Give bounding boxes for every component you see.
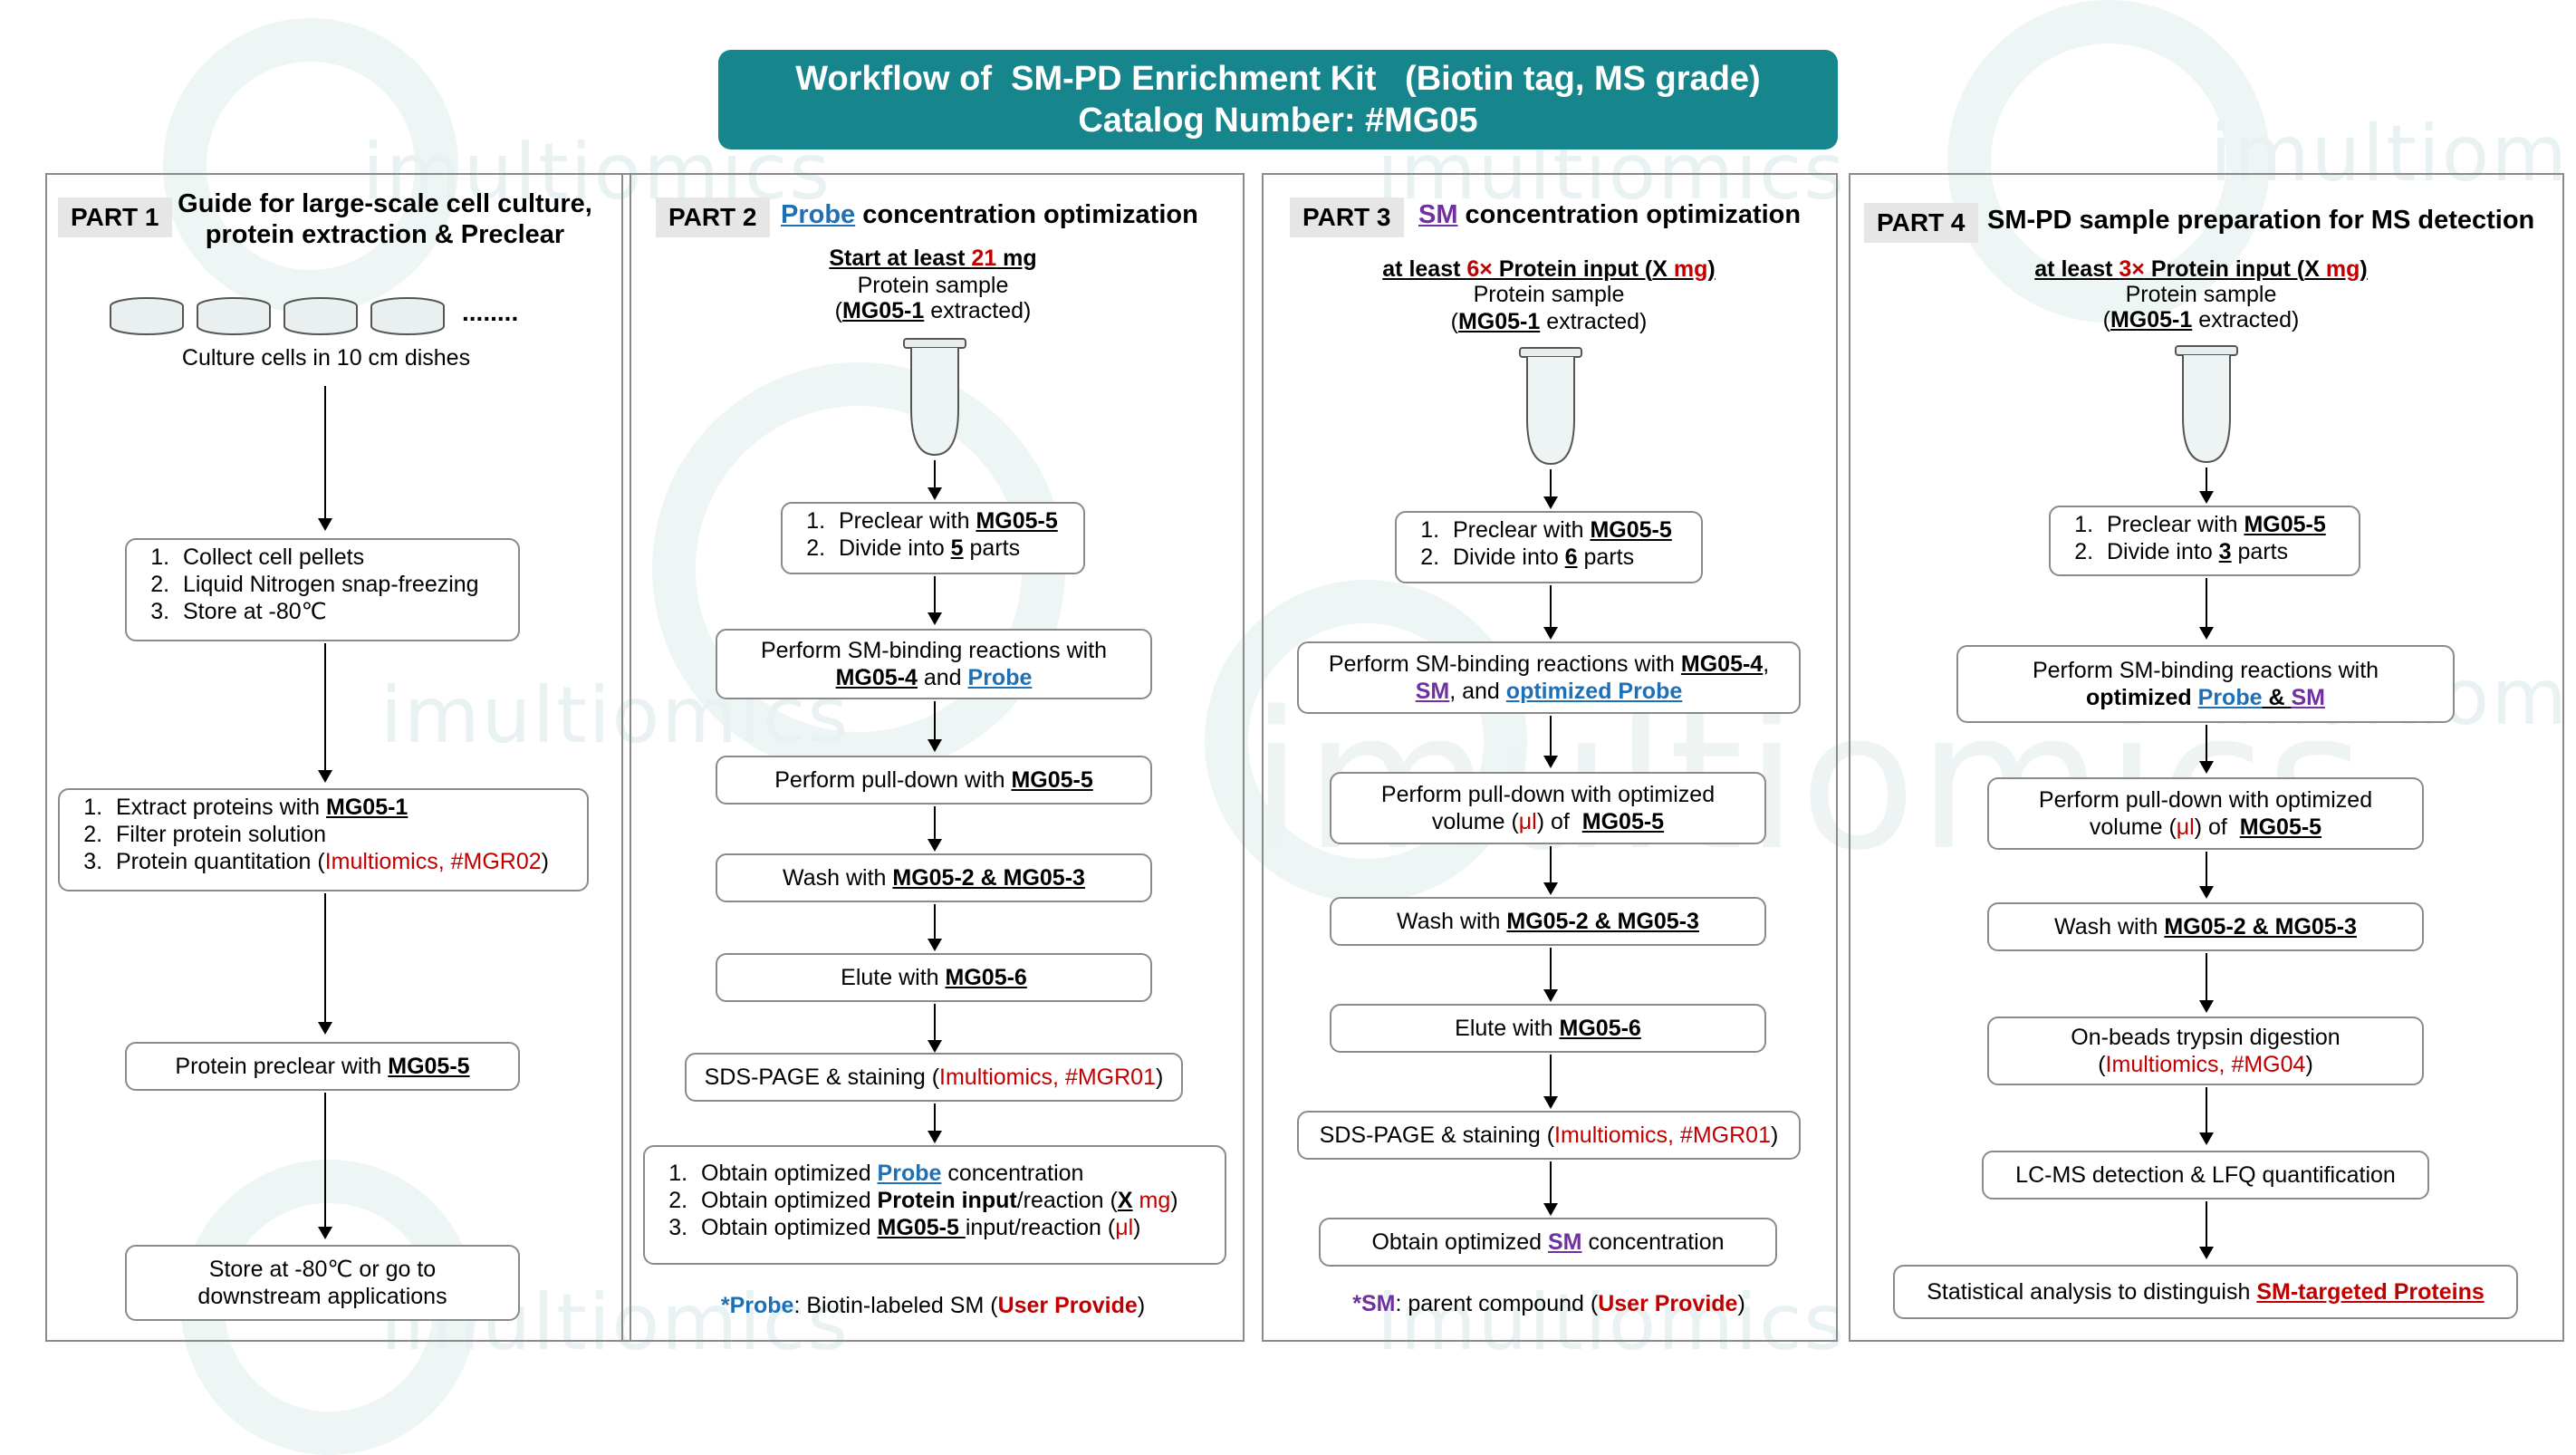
arrow [928, 576, 942, 625]
arrow [318, 893, 332, 1035]
tube-icon [2175, 345, 2238, 464]
arrow [1543, 469, 1558, 509]
arrow [1543, 1161, 1558, 1216]
part2-start: Start at least 21 mg [829, 246, 1037, 271]
arrow [928, 904, 942, 951]
part2-preclear-box: Preclear with MG05-5 Divide into 5 parts [781, 502, 1085, 574]
arrow [928, 460, 942, 500]
part3-sample: Protein sample [1473, 282, 1625, 307]
tube-icon [903, 338, 966, 457]
part3-wash-box: Wash with MG05-2 & MG05-3 [1330, 897, 1766, 946]
part4-lcms-box: LC-MS detection & LFQ quantification [1982, 1151, 2429, 1200]
arrow [2199, 1087, 2214, 1145]
arrow [318, 1093, 332, 1239]
part2-pulldown-box: Perform pull-down with MG05-5 [716, 756, 1152, 805]
part2-title: Probe concentration optimization [781, 200, 1198, 229]
part2-obtain-box: Obtain optimized Probe concentration Obt… [643, 1145, 1226, 1265]
part4-wash-box: Wash with MG05-2 & MG05-3 [1987, 902, 2424, 951]
part4-panel [1849, 173, 2564, 1342]
part4-stat-box: Statistical analysis to distinguish SM-t… [1893, 1265, 2518, 1319]
part3-pulldown-box: Perform pull-down with optimized volume … [1330, 772, 1766, 844]
part2-bind-box: Perform SM-binding reactions with MG05-4… [716, 629, 1152, 699]
part2-sds-box: SDS-PAGE & staining (Imultiomics, #MGR01… [685, 1053, 1183, 1102]
store-box: Store at -80℃ or go to downstream applic… [125, 1245, 520, 1321]
part4-least: at least 3× Protein input (X mg) [2034, 256, 2368, 282]
part3-preclear-box: Preclear with MG05-5 Divide into 6 parts [1395, 511, 1703, 583]
arrow [2199, 725, 2214, 774]
title-line-1: Workflow of SM-PD Enrichment Kit (Biotin… [795, 60, 1761, 98]
arrow [318, 643, 332, 783]
part4-label: PART 4 [1864, 203, 1978, 243]
part3-bind-box: Perform SM-binding reactions with MG05-4… [1297, 641, 1801, 714]
part3-panel [1262, 173, 1838, 1342]
part4-sample: Protein sample [2125, 282, 2277, 307]
arrow [928, 1004, 942, 1053]
arrow [1543, 948, 1558, 1002]
part3-sds-box: SDS-PAGE & staining (Imultiomics, #MGR01… [1297, 1111, 1801, 1160]
part4-title: SM-PD sample preparation for MS detectio… [1987, 206, 2535, 235]
part1-label: PART 1 [58, 198, 172, 237]
part2-extracted: (MG05-1 extracted) [834, 298, 1032, 323]
part3-obtain-box: Obtain optimized SM concentration [1319, 1218, 1777, 1267]
preclear-box: Protein preclear with MG05-5 [125, 1042, 520, 1091]
culture-label: Culture cells in 10 cm dishes [181, 345, 471, 371]
arrow [1543, 585, 1558, 640]
part3-title: SM concentration optimization [1418, 200, 1802, 229]
part3-label: PART 3 [1290, 198, 1404, 237]
part2-sample: Protein sample [857, 273, 1009, 298]
arrow [2199, 852, 2214, 899]
arrow [2199, 578, 2214, 640]
arrow [1543, 716, 1558, 768]
arrow [2199, 467, 2214, 504]
extract-box: Extract proteins with MG05-1 Filter prot… [58, 788, 589, 891]
part4-preclear-box: Preclear with MG05-5 Divide into 3 parts [2049, 506, 2360, 576]
arrow [928, 701, 942, 752]
arrow [928, 806, 942, 852]
part3-least: at least 6× Protein input (X mg) [1382, 256, 1716, 282]
part3-elute-box: Elute with MG05-6 [1330, 1004, 1766, 1053]
dishes-ellipsis: ........ [462, 298, 519, 326]
part2-elute-box: Elute with MG05-6 [716, 953, 1152, 1002]
part4-extracted: (MG05-1 extracted) [2102, 307, 2300, 332]
workflow-title: Workflow of SM-PD Enrichment Kit (Biotin… [718, 50, 1838, 149]
title-line-2: Catalog Number: #MG05 [1078, 101, 1478, 140]
arrow [2199, 1201, 2214, 1259]
part3-extracted: (MG05-1 extracted) [1450, 309, 1648, 334]
part1-panel [45, 173, 631, 1342]
part4-pulldown-box: Perform pull-down with optimized volume … [1987, 777, 2424, 850]
part2-wash-box: Wash with MG05-2 & MG05-3 [716, 853, 1152, 902]
part2-label: PART 2 [656, 198, 770, 237]
arrow [1543, 846, 1558, 895]
part3-note: *SM: parent compound (User Provide) [1352, 1291, 1745, 1316]
arrow [318, 386, 332, 531]
part2-note: *Probe: Biotin-labeled SM (User Provide) [720, 1293, 1146, 1318]
arrow [928, 1103, 942, 1143]
part4-digest-box: On-beads trypsin digestion (Imultiomics,… [1987, 1017, 2424, 1085]
tube-icon [1519, 347, 1582, 466]
collect-box: Collect cell pellets Liquid Nitrogen sna… [125, 538, 520, 641]
arrow [2199, 953, 2214, 1013]
part1-title: Guide for large-scale cell culture, prot… [178, 189, 592, 249]
part4-bind-box: Perform SM-binding reactions with optimi… [1956, 645, 2455, 723]
arrow [1543, 1055, 1558, 1109]
